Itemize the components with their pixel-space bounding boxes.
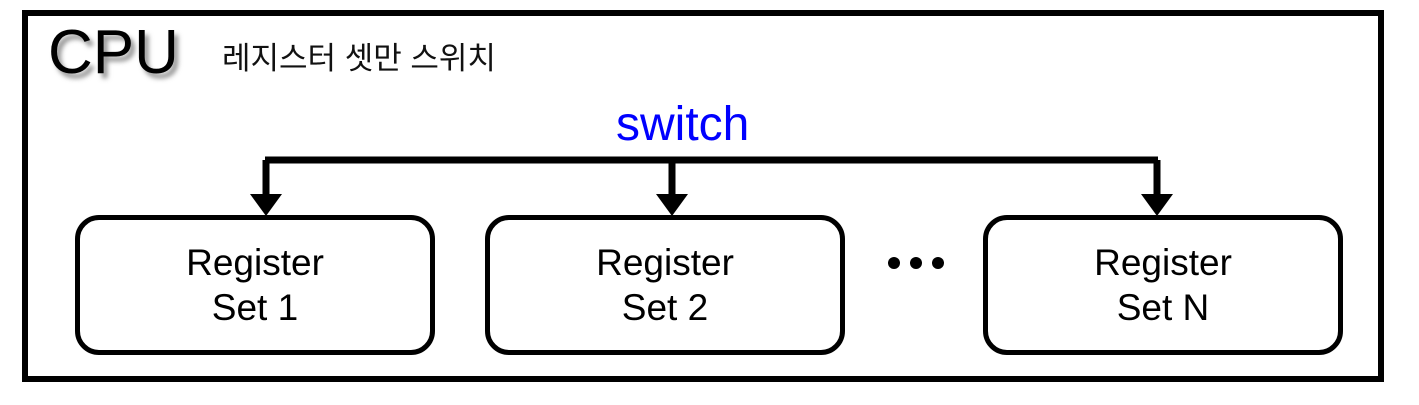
register-set-3-line2: Set N — [1116, 287, 1210, 328]
ellipsis-dot-3 — [932, 257, 944, 269]
register-set-2-line2: Set 2 — [621, 287, 709, 328]
register-set-1-line2: Set 1 — [211, 287, 299, 328]
ellipsis-dot-1 — [888, 257, 900, 269]
cpu-subtitle-korean: 레지스터 셋만 스위치 — [222, 41, 496, 76]
ellipsis-dot-2 — [910, 257, 922, 269]
switch-label: switch — [616, 98, 750, 151]
register-set-box-1[interactable]: Register Set 1 — [75, 215, 435, 355]
register-set-1-line1: Register — [186, 242, 324, 283]
cpu-title: CPU — [48, 18, 179, 87]
ellipsis-indicator — [888, 255, 944, 271]
register-set-box-3[interactable]: Register Set N — [983, 215, 1343, 355]
register-set-2-line1: Register — [596, 242, 734, 283]
register-set-box-2[interactable]: Register Set 2 — [485, 215, 845, 355]
register-set-3-line1: Register — [1094, 242, 1232, 283]
